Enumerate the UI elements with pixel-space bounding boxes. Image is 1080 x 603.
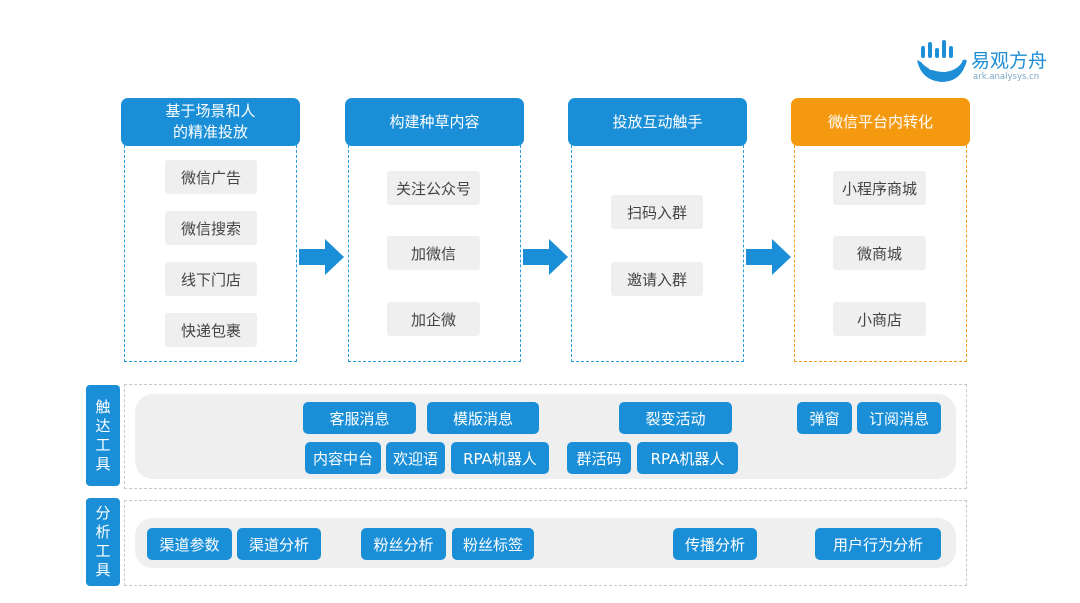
- tool-template-message: 模版消息: [427, 402, 539, 434]
- stage-4-item: 微商城: [833, 236, 926, 270]
- stage-4-item: 小商店: [833, 302, 926, 336]
- tool-customer-service-message: 客服消息: [303, 402, 416, 434]
- stage-1-header: 基于场景和人 的精准投放: [121, 98, 300, 146]
- analysis-tools-label-char: 分: [95, 504, 111, 522]
- tool-fan-tags: 粉丝标签: [452, 528, 534, 560]
- tool-content-hub: 内容中台: [305, 442, 381, 474]
- tool-rpa-robot: RPA机器人: [637, 442, 738, 474]
- tool-fan-analysis: 粉丝分析: [361, 528, 446, 560]
- stage-3-item: 扫码入群: [611, 195, 703, 229]
- tool-propagation-analysis: 传播分析: [673, 528, 757, 560]
- stage-1-item: 微信搜索: [165, 211, 257, 245]
- stage-2-item: 加企微: [387, 302, 480, 336]
- stage-4-header: 微信平台内转化: [791, 98, 970, 146]
- arrow-right-icon: [523, 239, 568, 275]
- stage-2-header: 构建种草内容: [345, 98, 524, 146]
- analysis-tools-label-char: 工: [95, 542, 111, 560]
- stage-3-frame: [571, 140, 744, 362]
- stage-1-title-line-1: 基于场景和人: [165, 102, 256, 120]
- analysis-tools-label-char: 具: [95, 561, 111, 579]
- touch-tools-label-char: 触: [95, 397, 111, 416]
- stage-2-title: 构建种草内容: [389, 112, 480, 131]
- stage-4-item: 小程序商城: [833, 171, 926, 205]
- analysis-tools-label: 分 析 工 具: [86, 498, 120, 586]
- stage-4-title: 微信平台内转化: [827, 112, 933, 131]
- tool-channel-analysis: 渠道分析: [237, 528, 321, 560]
- stage-3-item: 邀请入群: [611, 262, 703, 296]
- stage-2-item: 加微信: [387, 236, 480, 270]
- touch-tools-label: 触 达 工 具: [86, 385, 120, 486]
- analysis-tools-frame: [124, 500, 967, 586]
- tool-fission-campaign: 裂变活动: [619, 402, 732, 434]
- brand-logo: 易观方舟 ark.analysys.cn: [915, 40, 1055, 90]
- touch-tools-label-char: 具: [95, 454, 111, 473]
- stage-3-title: 投放互动触手: [612, 112, 703, 131]
- stage-1-item: 线下门店: [165, 262, 257, 296]
- touch-tools-label-char: 工: [95, 435, 111, 454]
- tool-subscription-message: 订阅消息: [857, 402, 941, 434]
- tool-channel-params: 渠道参数: [147, 528, 232, 560]
- stage-1-item: 快递包裹: [165, 313, 257, 347]
- arrow-right-icon: [299, 239, 344, 275]
- tool-popup: 弹窗: [797, 402, 852, 434]
- logo-name: 易观方舟: [971, 50, 1048, 72]
- tool-group-live-code: 群活码: [567, 442, 631, 474]
- stage-3-header: 投放互动触手: [568, 98, 747, 146]
- tool-user-behavior-analysis: 用户行为分析: [815, 528, 941, 560]
- tool-rpa-robot: RPA机器人: [451, 442, 549, 474]
- analysis-tools-label-char: 析: [95, 523, 111, 541]
- stage-2-item: 关注公众号: [387, 171, 480, 205]
- tool-welcome-message: 欢迎语: [386, 442, 445, 474]
- arrow-right-icon: [746, 239, 791, 275]
- touch-tools-label-char: 达: [95, 416, 111, 435]
- stage-1-item: 微信广告: [165, 160, 257, 194]
- touch-tools-frame: [124, 384, 967, 489]
- stage-1-title-line-2: 的精准投放: [172, 123, 248, 141]
- logo-subtitle: ark.analysys.cn: [973, 72, 1040, 82]
- whale-logo-icon: [917, 40, 967, 82]
